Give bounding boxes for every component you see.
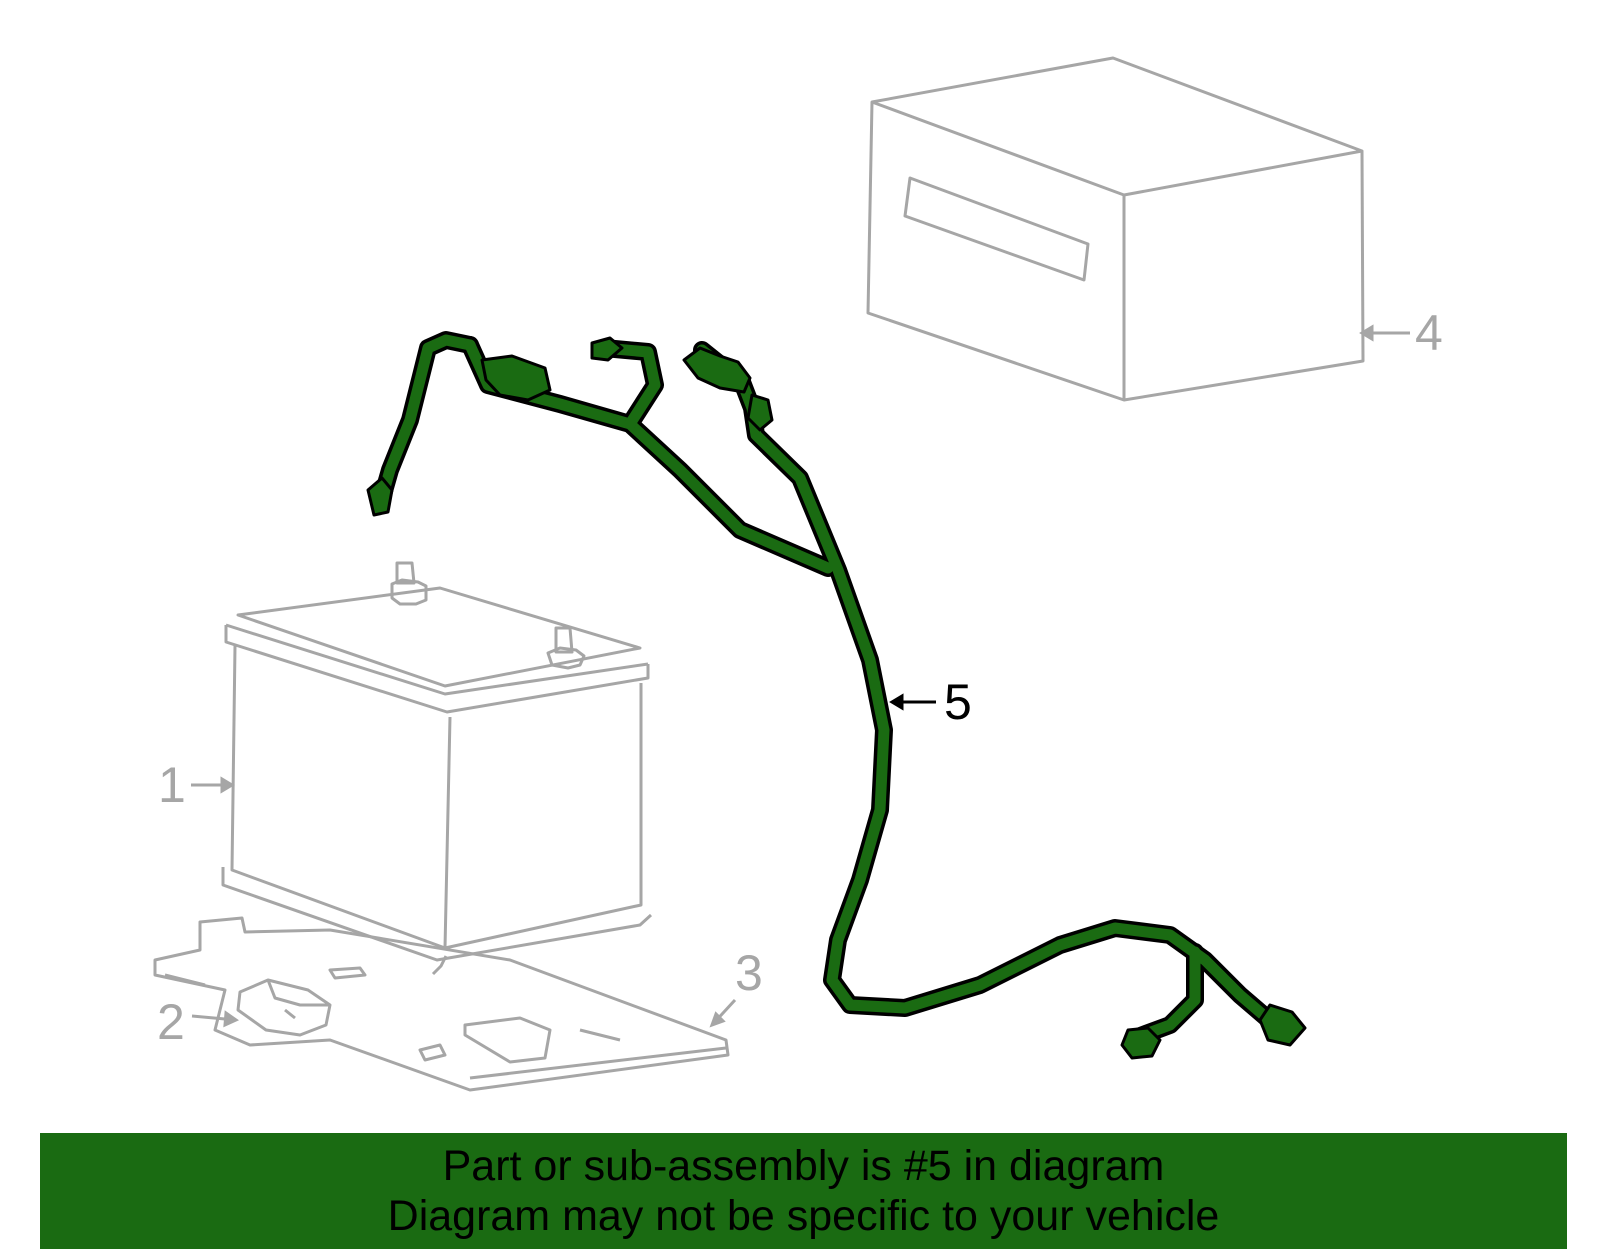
callout-2: 2	[157, 994, 185, 1050]
part-2-clamp	[236, 978, 332, 1037]
part-3-tray	[153, 916, 730, 1092]
callout-arrows	[191, 324, 1410, 1028]
part-4-box	[866, 56, 1365, 402]
callout-3: 3	[735, 945, 763, 1001]
callout-4: 4	[1415, 305, 1443, 361]
part-1-battery	[221, 561, 653, 976]
callout-5: 5	[944, 674, 972, 730]
footer-line-1: Part or sub-assembly is #5 in diagram	[442, 1142, 1165, 1190]
footer-line-2: Diagram may not be specific to your vehi…	[387, 1192, 1220, 1240]
part-5-cable-harness	[366, 331, 1307, 1060]
footer-banner: Part or sub-assembly is #5 in diagram Di…	[40, 1133, 1567, 1249]
callout-1: 1	[158, 757, 186, 813]
parts-diagram: 1 2 3 4 5	[153, 56, 1443, 1092]
